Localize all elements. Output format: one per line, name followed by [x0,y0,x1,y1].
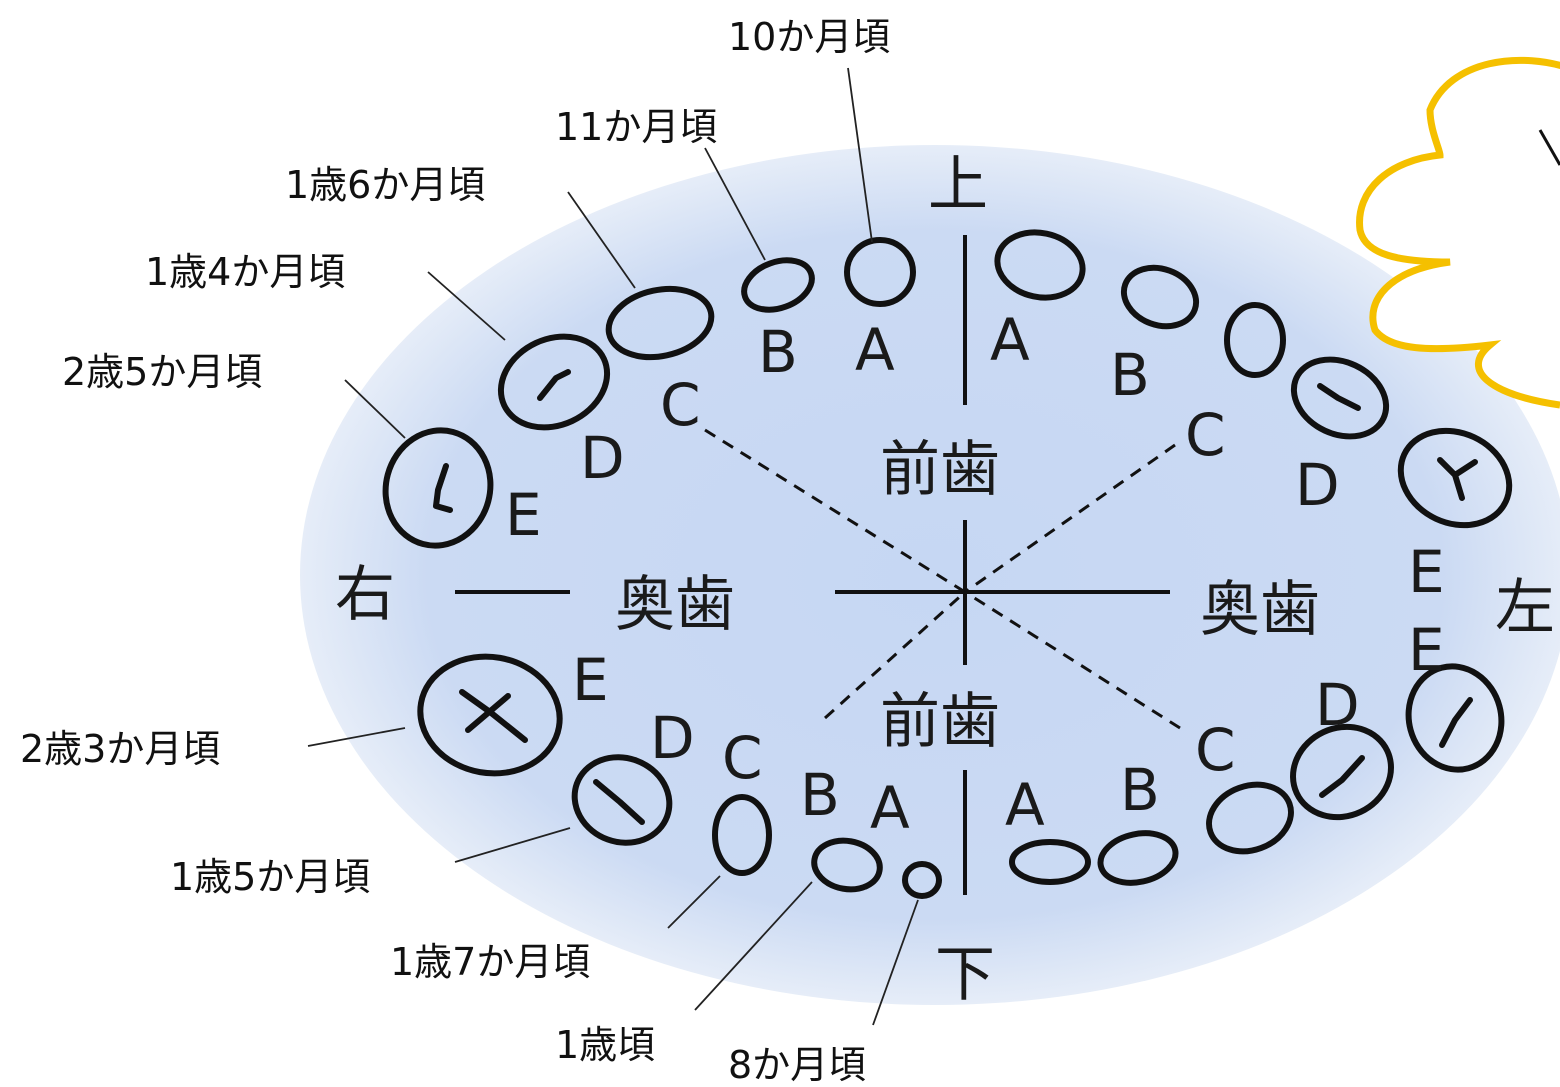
eruption-label-lower-D: 1歳5か月頃 [170,855,370,899]
leader-upper-D [427,271,506,341]
tooth-lower-right-D [571,754,673,846]
eruption-label-lower-B: 1歳頃 [555,1023,655,1067]
diagonal-upper-right [964,443,1176,594]
tooth-lower-right-D-root [593,779,645,825]
letter-upper-right-D: D [580,424,625,492]
lower-teeth [417,653,1505,899]
leader-lower-D [454,827,571,863]
tooth-lower-right-C [712,794,772,876]
direction-right: 右 [335,560,395,630]
letter-lower-left-B: B [1120,756,1160,824]
tooth-lower-right-A [902,861,942,899]
eruption-label-upper-A: 10か月頃 [728,15,890,59]
tooth-lower-left-D-root [1319,755,1365,798]
tooth-lower-left-C [1206,781,1294,855]
tooth-upper-right-E-root [433,463,453,513]
leader-upper-E [344,379,406,439]
letter-upper-right-C: C [660,371,701,439]
leader-upper-A [847,67,873,243]
region-front-lower: 前歯 [880,687,1000,757]
diagonal-upper-left [704,428,966,594]
tooth-upper-left-E-root [1437,457,1478,501]
upper-teeth [382,229,1513,549]
tooth-lower-left-E-root [1439,697,1473,748]
letter-lower-right-D: D [650,704,695,772]
background-oval [300,145,1560,1005]
letter-upper-left-D: D [1295,451,1340,519]
tooth-lower-right-E [417,653,563,777]
tooth-upper-right-D-root [537,369,571,401]
region-back-right: 奥歯 [615,570,735,640]
tooth-letters: A B C D E A B C D E E D C B A A B C D E [505,306,1445,842]
diagonal-lower-right [964,590,1181,730]
tooth-lower-left-D [1290,723,1394,821]
letter-upper-left-E: E [1408,538,1445,606]
leader-lower-A [872,899,919,1026]
region-front-upper: 前歯 [880,435,1000,505]
letter-lower-left-E: E [1408,616,1445,684]
leader-lower-E [307,727,406,747]
letter-upper-left-C: C [1185,401,1226,469]
region-back-left: 奥歯 [1200,575,1320,645]
tooth-upper-right-E [382,427,494,549]
letter-upper-right-A: A [855,316,895,384]
diagonal-lower-left [823,590,967,720]
letter-upper-left-A: A [990,306,1030,374]
tooth-upper-left-A [994,229,1086,301]
leader-upper-C [567,191,636,289]
letter-lower-right-B: B [800,761,840,829]
leader-lower-B [694,881,813,1011]
eruption-label-upper-E: 2歳5か月頃 [62,350,262,394]
direction-up: 上 [928,150,988,220]
eruption-label-upper-D: 1歳4か月頃 [145,250,345,294]
tooth-lower-left-E [1405,663,1505,773]
tooth-upper-right-D [497,333,611,431]
letter-lower-right-C: C [722,724,763,792]
letter-lower-left-C: C [1195,716,1236,784]
letter-upper-right-B: B [758,318,798,386]
tooth-upper-right-B [741,257,815,313]
tooth-upper-left-D-root [1317,383,1361,411]
tooth-upper-left-C [1224,302,1286,378]
leader-lower-C [667,875,721,929]
direction-down: 下 [935,940,995,1010]
tooth-upper-right-C [605,285,715,361]
letter-lower-right-E: E [572,646,609,714]
tooth-lower-right-E-root [459,689,528,743]
eruption-label-upper-C: 1歳6か月頃 [285,163,485,207]
letter-upper-left-B: B [1110,341,1150,409]
eruption-label-lower-E: 2歳3か月頃 [20,727,220,771]
tooth-lower-left-B [1097,830,1179,886]
eruption-labels: 10か月頃 11か月頃 1歳6か月頃 1歳4か月頃 2歳5か月頃 2歳3か月頃 … [20,15,890,1087]
direction-left: 左 [1495,573,1555,643]
eruption-label-lower-C: 1歳7か月頃 [390,940,590,984]
letter-lower-right-A: A [870,774,910,842]
leader-lines [307,67,919,1026]
leader-upper-B [704,147,766,261]
tooth-upper-left-B [1120,264,1200,330]
tooth-lower-right-B [811,837,883,893]
eruption-label-upper-B: 11か月頃 [555,105,717,149]
tooth-upper-right-A [844,237,916,307]
tooth-upper-left-D [1290,356,1390,440]
eruption-label-lower-A: 8か月頃 [728,1043,866,1087]
letter-upper-right-E: E [505,481,542,549]
tooth-upper-left-E [1397,427,1513,529]
letter-lower-left-A: A [1005,771,1045,839]
letter-lower-left-D: D [1315,671,1360,739]
cloud-bubble-icon [1356,56,1560,409]
tooth-lower-left-A [1009,839,1091,885]
